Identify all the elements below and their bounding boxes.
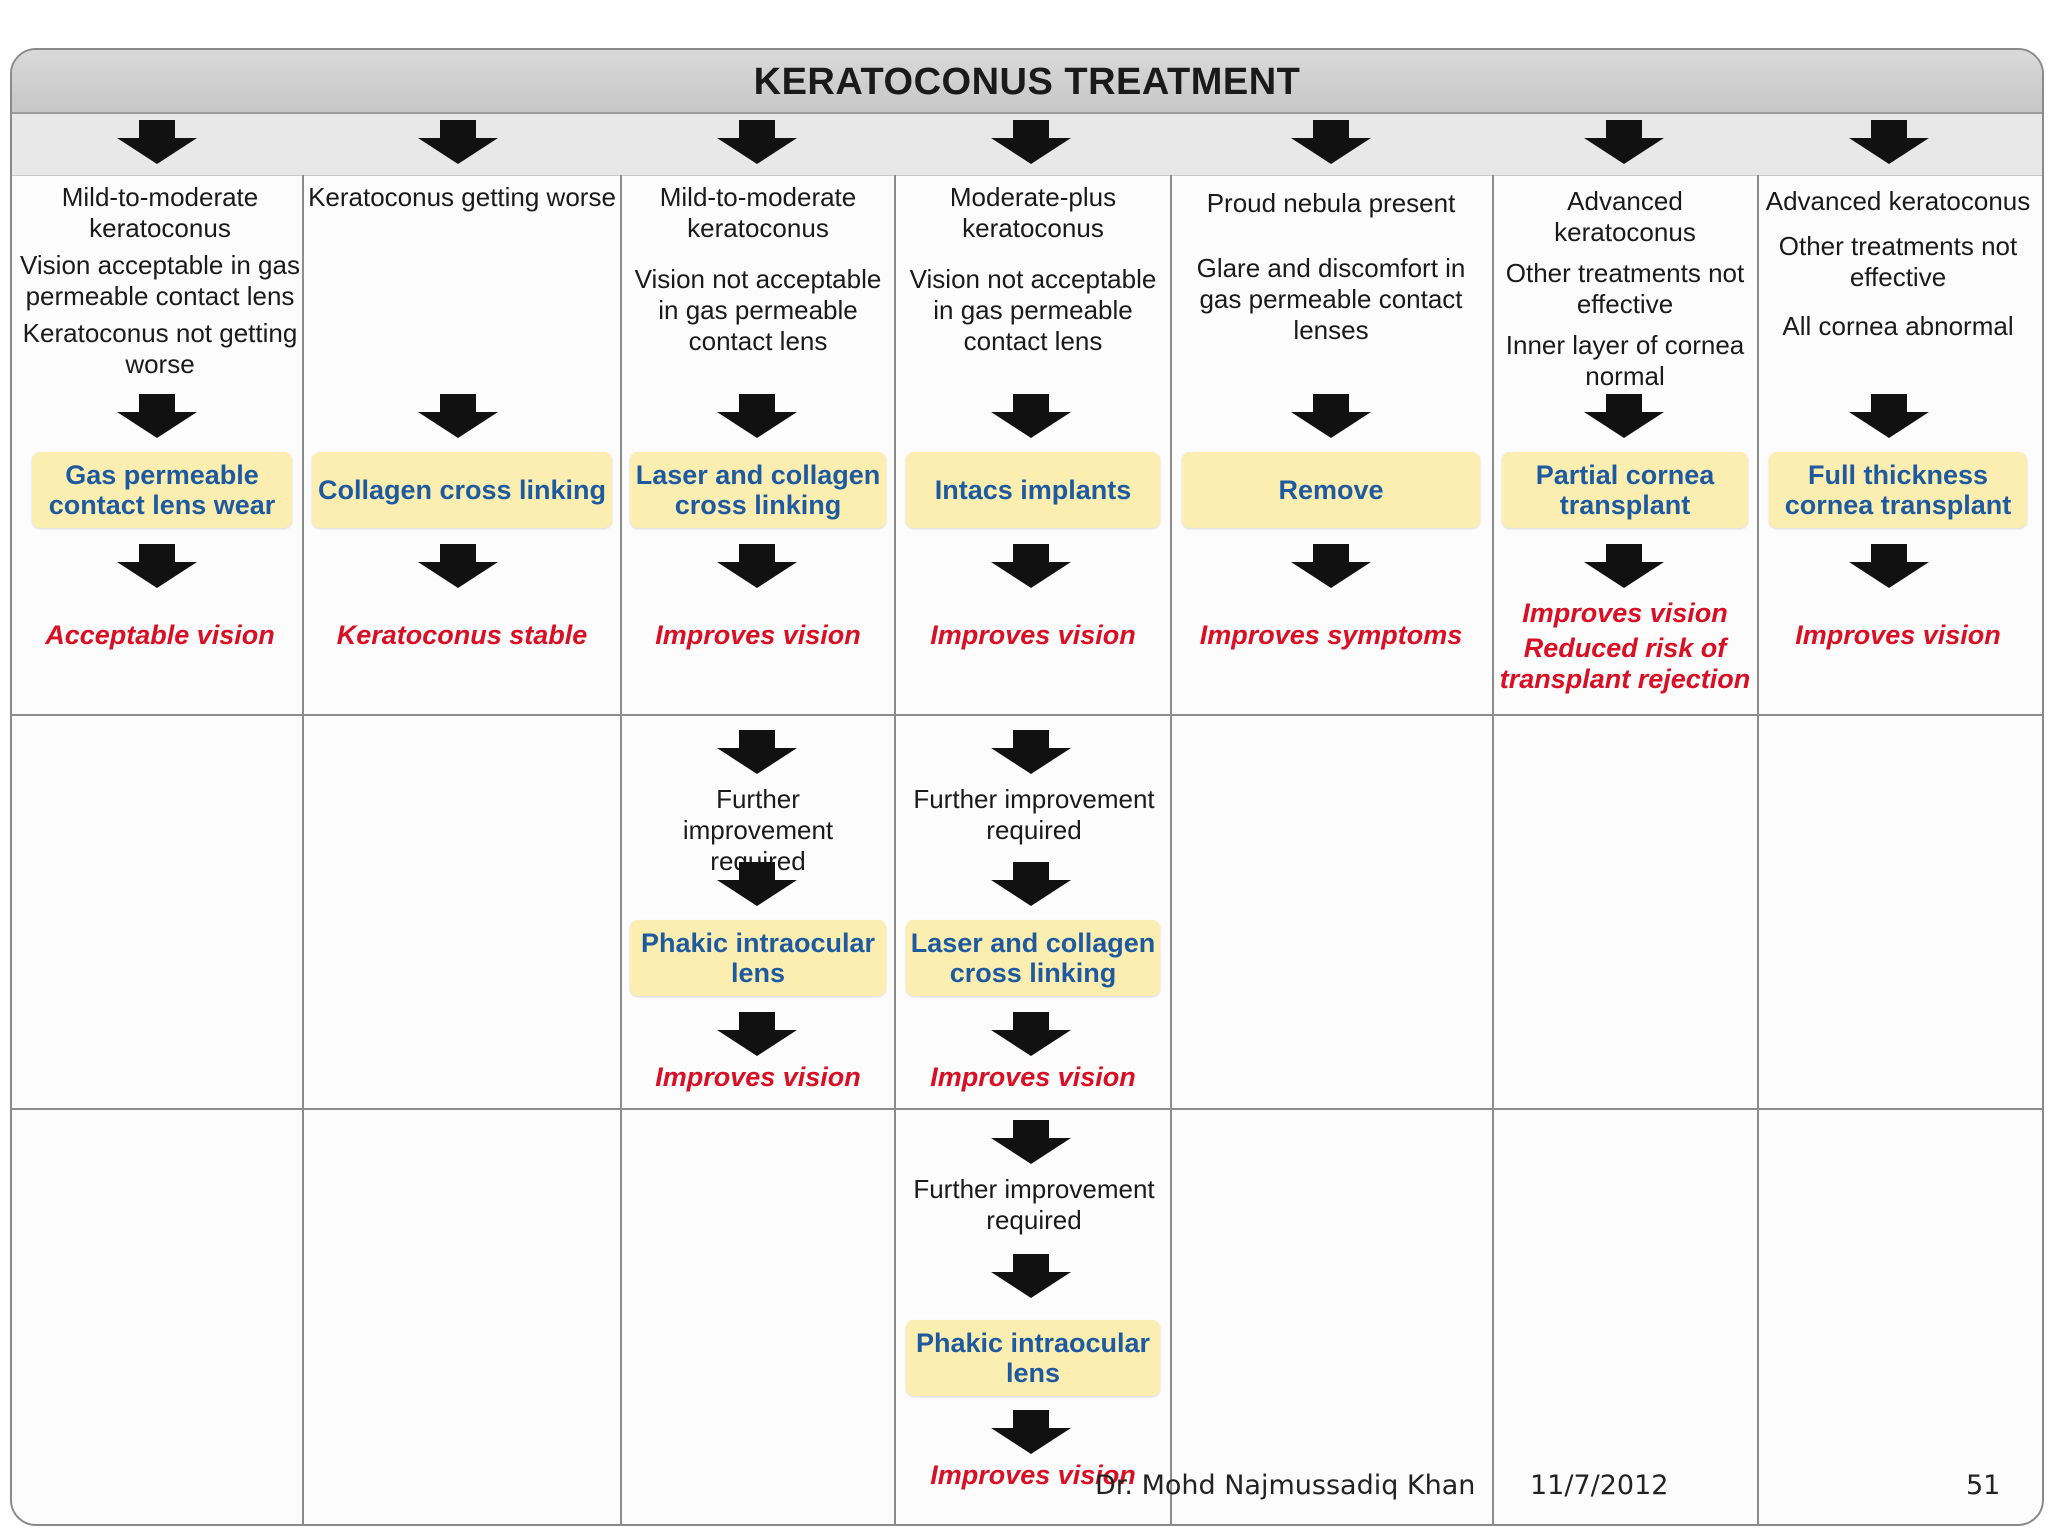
- condition-text: Moderate-plus keratoconus Vision not acc…: [902, 182, 1164, 363]
- treatment-box: Remove: [1182, 452, 1480, 528]
- condition-line: Proud nebula present: [1206, 188, 1456, 218]
- result-text: Improves symptoms: [1176, 620, 1486, 651]
- result-line: Improves vision: [1795, 620, 2001, 650]
- footer-author: Dr. Mohd Najmussadiq Khan: [1095, 1470, 1476, 1501]
- condition-line: Mild-to-moderate keratoconus: [61, 182, 259, 243]
- footer-date: 11/7/2012: [1530, 1470, 1669, 1501]
- arrow-down-icon: [418, 394, 498, 438]
- arrow-down-icon: [717, 730, 797, 774]
- result-line: Improves symptoms: [1199, 620, 1463, 650]
- condition-text: Further improvement required: [913, 784, 1155, 845]
- result-line: Acceptable vision: [45, 620, 275, 650]
- column-divider: [1492, 175, 1494, 1524]
- condition-line: Advanced keratoconus: [1554, 186, 1696, 247]
- result-text: Improves vision: [655, 1062, 861, 1092]
- column-divider: [1170, 175, 1172, 1524]
- arrow-down-icon: [1849, 394, 1929, 438]
- condition-line: Vision not acceptable in gas permeable c…: [909, 264, 1157, 356]
- result-line: Reduced risk of transplant rejection: [1499, 633, 1751, 694]
- treatment-box: Laser and collagen cross linking: [906, 920, 1160, 996]
- result-line: Keratoconus stable: [336, 620, 588, 650]
- result-text: Improves vision Reduced risk of transpla…: [1498, 598, 1752, 695]
- treatment-box: Laser and collagen cross linking: [630, 452, 886, 528]
- arrow-down-icon: [717, 862, 797, 906]
- column-divider: [894, 175, 896, 1524]
- result-text: Improves vision: [930, 1460, 1136, 1490]
- treatment-box: Collagen cross linking: [312, 452, 612, 528]
- treatment-box: Full thickness cornea transplant: [1769, 452, 2027, 528]
- result-text: Improves vision: [630, 620, 886, 651]
- arrow-down-icon: [717, 1012, 797, 1056]
- result-line: Improves vision: [655, 620, 861, 650]
- condition-text: Further improvement required: [913, 1174, 1155, 1235]
- treatment-box: Intacs implants: [906, 452, 1160, 528]
- condition-line: Vision not acceptable in gas permeable c…: [634, 264, 882, 356]
- arrow-down-icon: [717, 394, 797, 438]
- condition-line: Glare and discomfort in gas permeable co…: [1196, 253, 1466, 345]
- arrow-down-icon: [117, 544, 197, 588]
- arrow-down-icon: [117, 120, 197, 164]
- condition-line: Mild-to-moderate keratoconus: [659, 182, 857, 243]
- arrow-down-icon: [991, 1120, 1071, 1164]
- condition-line: All cornea abnormal: [1782, 311, 2014, 341]
- arrow-down-icon: [418, 544, 498, 588]
- result-text: Acceptable vision: [20, 620, 300, 651]
- arrow-down-icon: [1849, 120, 1929, 164]
- condition-text: Advanced keratoconus Other treatments no…: [1763, 186, 2033, 348]
- row-divider: [12, 714, 2042, 716]
- condition-text: Mild-to-moderate keratoconus Vision acce…: [20, 182, 300, 386]
- arrow-down-icon: [1291, 394, 1371, 438]
- slide-footer: Dr. Mohd Najmussadiq Khan 11/7/2012 51: [0, 1470, 2048, 1506]
- result-text: Improves vision: [1763, 620, 2033, 651]
- arrow-down-icon: [1584, 394, 1664, 438]
- treatment-box: Gas permeable contact lens wear: [32, 452, 292, 528]
- arrow-down-icon: [117, 394, 197, 438]
- condition-line: Other treatments not effective: [1778, 231, 2018, 292]
- condition-text: Mild-to-moderate keratoconus Vision not …: [630, 182, 886, 363]
- diagram-title: KERATOCONUS TREATMENT: [12, 50, 2042, 114]
- arrow-down-icon: [991, 1254, 1071, 1298]
- arrow-down-icon: [991, 120, 1071, 164]
- arrow-down-icon: [1584, 544, 1664, 588]
- condition-line: Moderate-plus keratoconus: [949, 182, 1117, 243]
- arrow-down-icon: [717, 544, 797, 588]
- row-divider: [12, 1108, 2042, 1110]
- result-text: Improves vision: [930, 1062, 1136, 1092]
- arrow-down-icon: [991, 730, 1071, 774]
- arrow-down-icon: [991, 394, 1071, 438]
- condition-line: Advanced keratoconus: [1765, 186, 2031, 216]
- arrow-down-icon: [1584, 120, 1664, 164]
- footer-page-number: 51: [1966, 1470, 2001, 1501]
- arrow-down-icon: [418, 120, 498, 164]
- condition-line: Keratoconus getting worse: [308, 182, 616, 212]
- arrow-down-icon: [991, 544, 1071, 588]
- column-divider: [620, 175, 622, 1524]
- condition-line: Other treatments not effective: [1505, 258, 1745, 319]
- condition-text: Proud nebula present Glare and discomfor…: [1176, 188, 1486, 352]
- condition-text: Keratoconus getting worse: [306, 182, 618, 219]
- column-divider: [302, 175, 304, 1524]
- arrow-down-icon: [1291, 120, 1371, 164]
- result-text: Keratoconus stable: [306, 620, 618, 651]
- column-divider: [1757, 175, 1759, 1524]
- arrow-down-icon: [1849, 544, 1929, 588]
- diagram-panel: KERATOCONUS TREATMENT Mild-to-moderate k…: [10, 48, 2044, 1526]
- arrow-down-icon: [1291, 544, 1371, 588]
- condition-line: Vision acceptable in gas permeable conta…: [20, 250, 300, 311]
- treatment-box: Phakic intraocular lens: [630, 920, 886, 996]
- result-line: Improves vision: [1522, 598, 1728, 628]
- treatment-box: Partial cornea transplant: [1502, 452, 1748, 528]
- condition-line: Inner layer of cornea normal: [1505, 330, 1745, 391]
- arrow-down-icon: [991, 862, 1071, 906]
- arrow-down-icon: [717, 120, 797, 164]
- arrow-down-icon: [991, 1012, 1071, 1056]
- condition-line: Keratoconus not getting worse: [22, 318, 298, 379]
- treatment-box: Phakic intraocular lens: [906, 1320, 1160, 1396]
- result-text: Improves vision: [902, 620, 1164, 651]
- arrow-down-icon: [991, 1410, 1071, 1454]
- condition-text: Advanced keratoconus Other treatments no…: [1498, 186, 1752, 398]
- result-line: Improves vision: [930, 620, 1136, 650]
